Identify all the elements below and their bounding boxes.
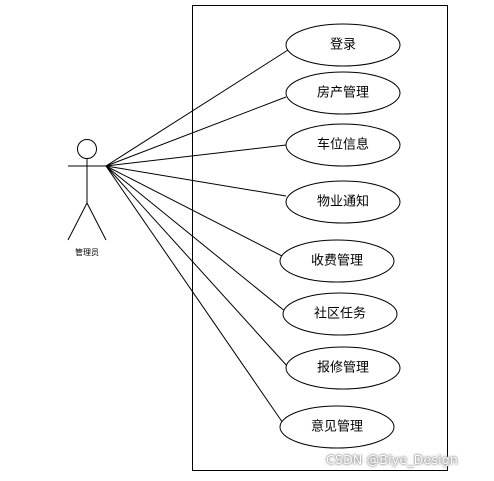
use-case-label: 报修管理 (317, 361, 369, 376)
association-line (105, 165, 287, 313)
use-case-ellipse[interactable] (285, 123, 401, 167)
association-line (105, 96, 287, 167)
use-case-repair-management[interactable]: 报修管理 (285, 346, 401, 390)
use-case-dengl[interactable]: 登录 (285, 23, 401, 67)
association-line (105, 144, 287, 167)
use-case-fee-management[interactable]: 收费管理 (279, 239, 395, 283)
use-case-community-task[interactable]: 社区任务 (282, 292, 398, 336)
actor-label: 管理员 (75, 247, 99, 257)
association-line (105, 49, 289, 167)
use-case-label: 社区任务 (314, 306, 366, 322)
actor-right-leg (86, 202, 107, 241)
association-line (105, 165, 286, 427)
use-case-label: 车位信息 (317, 137, 369, 153)
association-lines (105, 49, 289, 427)
use-case-label: 房产管理 (317, 85, 369, 101)
use-case-ellipse[interactable] (279, 239, 395, 283)
use-case-ellipse[interactable] (285, 23, 401, 67)
use-case-parking-info[interactable]: 车位信息 (285, 123, 401, 167)
association-line (105, 165, 289, 368)
use-case-label: 意见管理 (311, 419, 363, 435)
use-case-label: 物业通知 (317, 194, 369, 210)
watermark: CSDN @Biye_Design (326, 452, 459, 467)
actor-figure (67, 139, 107, 241)
use-case-ellipse[interactable] (285, 71, 401, 115)
actor-left-leg (67, 202, 88, 241)
association-line (105, 165, 283, 257)
use-case-ellipse[interactable] (285, 180, 401, 224)
actor-head (77, 139, 97, 159)
use-case-ellipse[interactable] (279, 405, 395, 449)
association-line (105, 165, 287, 197)
use-case-property-notice[interactable]: 物业通知 (285, 180, 401, 224)
system-boundary (192, 5, 448, 471)
use-case-label: 收费管理 (311, 254, 363, 269)
use-case-ellipse[interactable] (285, 346, 401, 390)
use-case-property-management[interactable]: 房产管理 (285, 71, 401, 115)
use-case-feedback-management[interactable]: 意见管理 (279, 405, 395, 449)
use-case-label: 登录 (330, 38, 356, 53)
use-case-ellipse[interactable] (282, 292, 398, 336)
